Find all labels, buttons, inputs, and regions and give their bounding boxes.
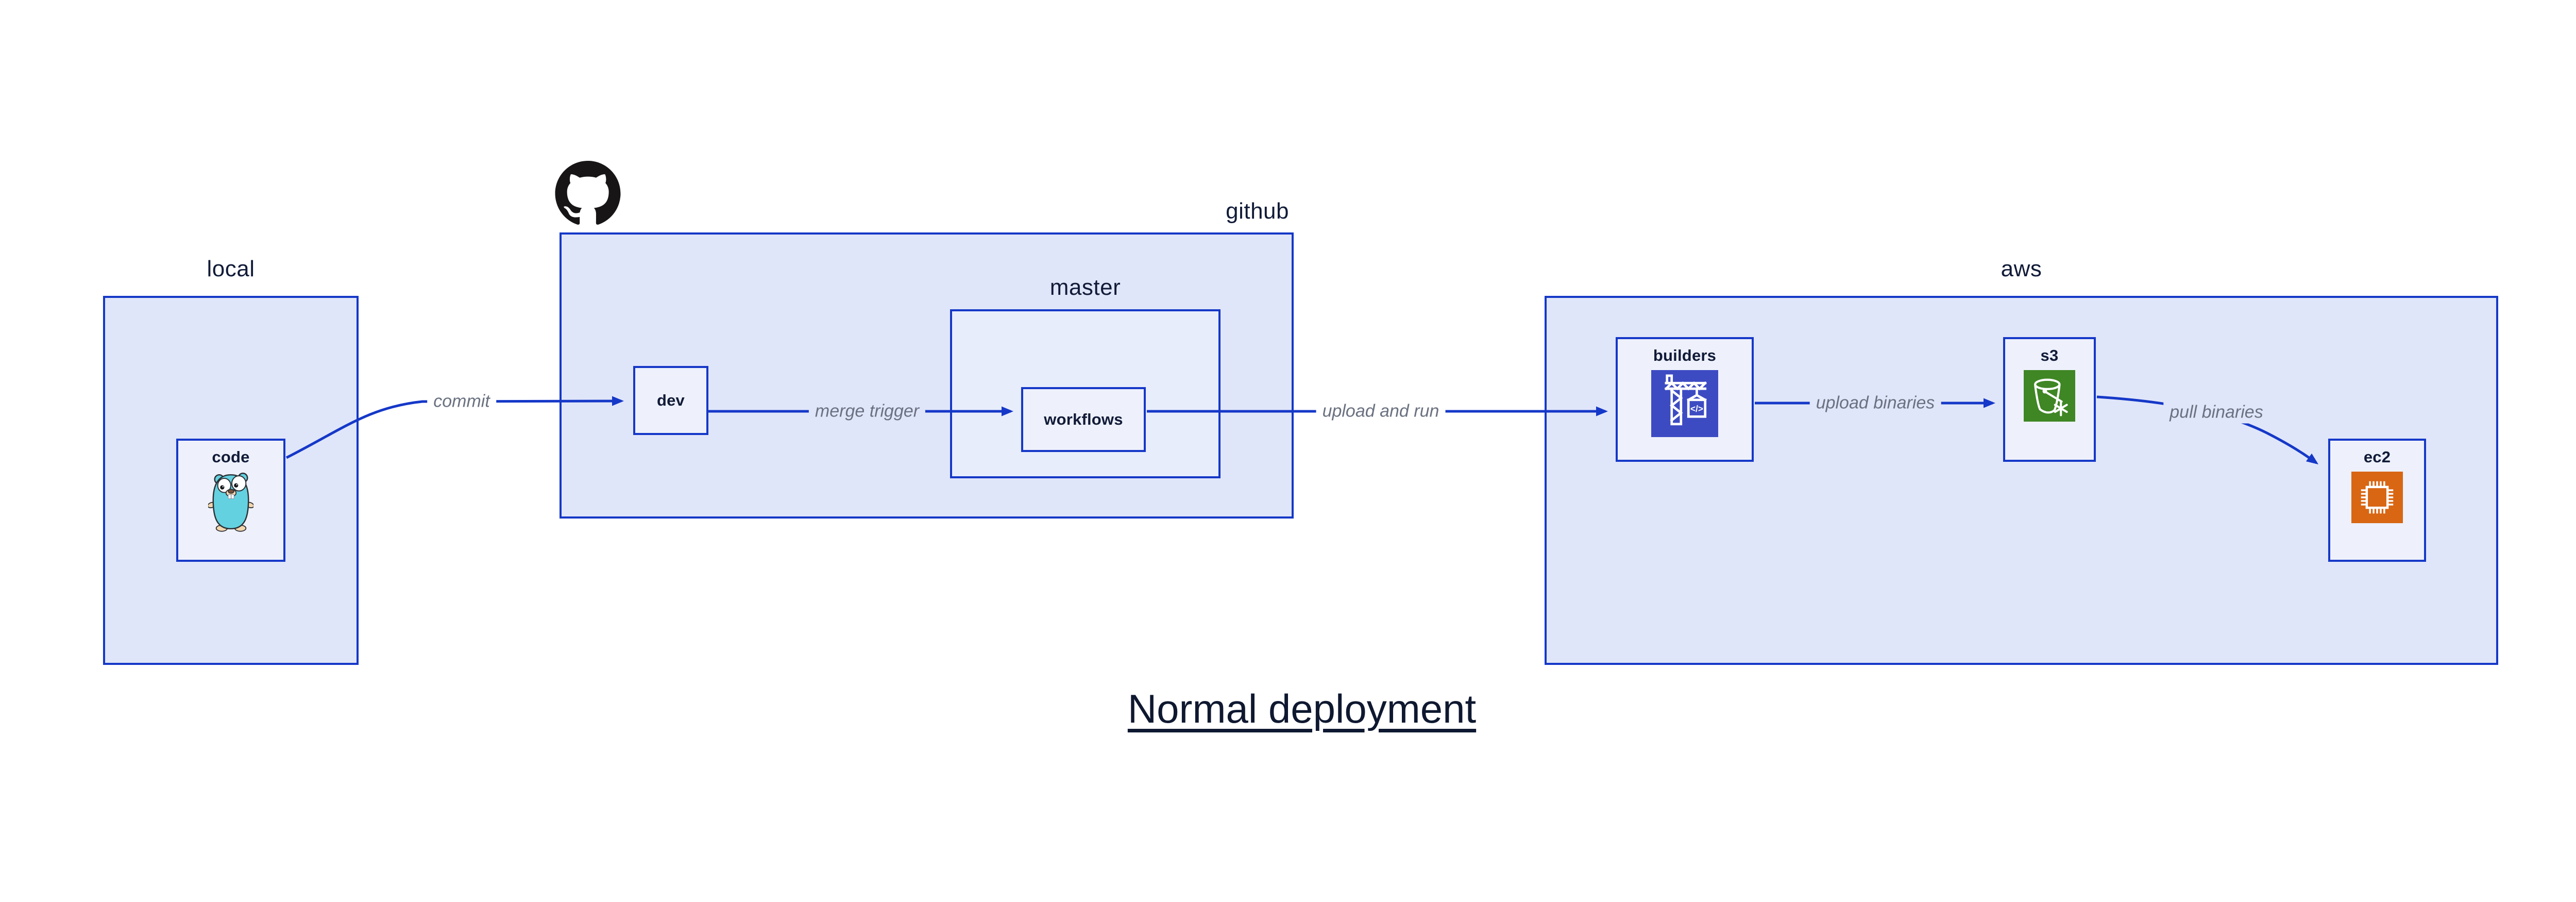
node-code: code [176,439,285,562]
node-workflows-label: workflows [1044,410,1123,428]
go-gopher-icon [208,473,253,532]
node-dev-label: dev [656,391,685,409]
edge-label-upload-binaries: upload binaries [1809,392,1941,414]
node-s3: s3 [2003,337,2096,462]
container-aws-label: aws [2001,256,2042,281]
diagram-title: Normal deployment [1127,686,1477,731]
container-github-label: github [1226,198,1289,224]
container-local-label: local [207,256,255,281]
node-builders-label: builders [1653,346,1717,364]
ec2-chip-icon [2351,472,2403,523]
edge-label-commit: commit [427,390,496,413]
node-s3-label: s3 [2040,346,2059,364]
node-code-label: code [212,448,250,466]
container-master-label: master [1049,275,1121,300]
node-dev: dev [633,366,708,435]
edge-label-upload-and-run: upload and run [1316,400,1446,423]
s3-glacier-bucket-icon [2024,370,2075,422]
node-workflows: workflows [1021,387,1146,452]
edge-label-pull-binaries: pull binaries [2163,401,2269,424]
edge-label-merge-trigger: merge trigger [808,400,926,423]
codebuild-crane-icon: </> [1651,370,1718,437]
node-ec2: ec2 [2328,439,2426,562]
svg-text:</>: </> [1690,404,1703,414]
node-builders: builders </> [1616,337,1754,462]
node-ec2-label: ec2 [2363,448,2391,466]
github-octocat-logo-icon [555,161,621,225]
